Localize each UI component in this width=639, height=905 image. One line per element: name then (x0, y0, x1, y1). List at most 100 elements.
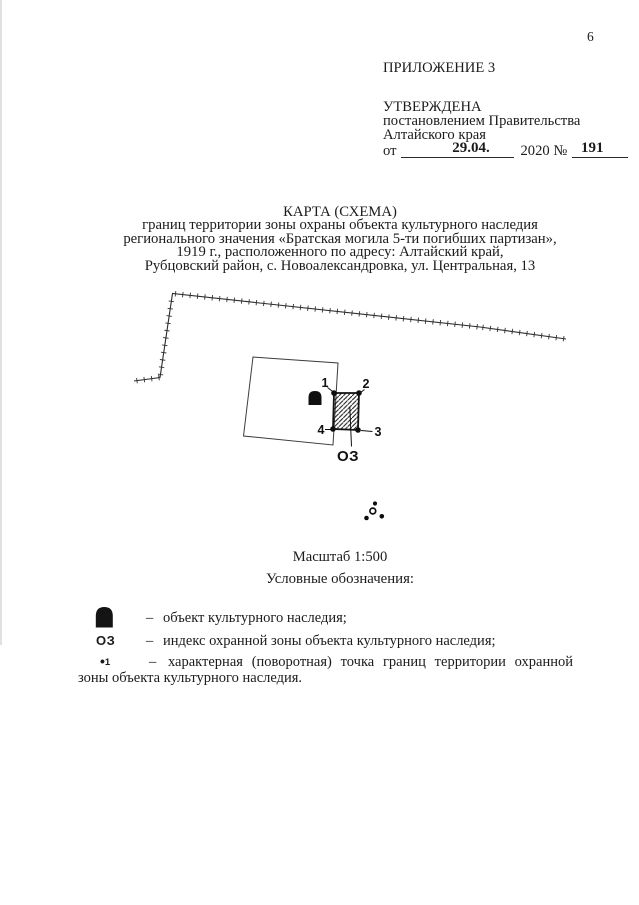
fence-tick (255, 299, 258, 306)
point-label-4: 4 (318, 423, 325, 437)
fence-tick (432, 319, 434, 325)
point-num: 1 (104, 657, 111, 668)
fence-tick (248, 299, 250, 305)
fence-tick (150, 375, 153, 382)
legend-item-text-turning-point-cont: зоны объекта культурного наследия. (78, 670, 303, 686)
fence-tick (285, 303, 287, 309)
legend-dash: – (149, 654, 157, 670)
boundary-point-4 (330, 426, 336, 432)
fence-tick (189, 292, 191, 299)
heritage-object-icon (308, 391, 322, 405)
region-line: Алтайского края (383, 127, 486, 143)
fence-tick (555, 334, 558, 341)
turning-point-symbol: •1 (100, 653, 110, 671)
title-line: регионального значения «Братская могила … (123, 230, 557, 247)
point-label-2: 2 (363, 377, 370, 391)
zone-index-symbol: ОЗ (96, 633, 116, 648)
appendix-label: ПРИЛОЖЕНИЕ 3 (383, 60, 496, 76)
fence-tick (424, 318, 427, 324)
fence-tick (277, 302, 280, 308)
map-scale: Масштаб 1:500 (292, 549, 388, 565)
fence-line (133, 292, 567, 382)
fence-tick (343, 309, 346, 315)
fence-tick (329, 307, 331, 314)
fence-tick (162, 344, 168, 347)
fence-tick (196, 293, 199, 299)
fence-tick (562, 335, 565, 342)
fence-tick (504, 327, 506, 334)
fence-tick (518, 329, 521, 336)
leader-point-3 (360, 430, 373, 432)
fence-tick (240, 298, 243, 304)
fence-tick (439, 319, 442, 326)
fence-tick (168, 300, 175, 303)
fence-tick (167, 307, 173, 310)
fence-tick (388, 314, 390, 320)
boundary-point-2 (356, 390, 362, 396)
zone-index-label: ОЗ (337, 448, 359, 465)
fence-tick (482, 324, 484, 331)
title-line: границ территории зоны охраны объекта ку… (142, 217, 538, 234)
fence-tick (351, 310, 353, 316)
fence-tick (511, 328, 514, 335)
approved-by-line: постановлением Правительства (383, 113, 581, 129)
fence-tick (270, 301, 272, 307)
legend-item-text-turning-point: характерная (поворотная) точка границ те… (168, 654, 573, 670)
fence-tick (402, 315, 405, 322)
protection-zone-area (332, 392, 360, 431)
fence-tick (336, 308, 339, 315)
fence-tick (548, 333, 550, 340)
legend-item-text-zone-index: индекс охранной зоны объекта культурного… (163, 633, 496, 649)
scan-artifact-left-edge (0, 0, 2, 645)
fence-tick (158, 366, 165, 369)
fence-tick (211, 295, 214, 301)
fence-tick (496, 326, 499, 333)
title-line: Рубцовский район, с. Новоалександровка, … (144, 257, 536, 274)
year-number-label: 2020 № (520, 143, 568, 159)
fence-tick (174, 291, 177, 297)
fence-tick (533, 331, 536, 338)
fence-tick (165, 322, 171, 325)
fence-tick (292, 303, 294, 310)
map-title: КАРТА (СХЕМА) границ территории зоны охр… (45, 204, 635, 274)
legend-heading: Условные обозначения: (266, 571, 414, 587)
fence-tick (218, 295, 221, 302)
fence-tick (468, 323, 471, 329)
fence-tick (321, 307, 324, 313)
number-value: 191 (581, 140, 604, 156)
date-blank-underline: 29.04. (401, 141, 515, 158)
point-label-3: 3 (375, 425, 382, 439)
fence-tick (358, 311, 361, 317)
from-label: от (383, 143, 397, 159)
number-blank-underline: 191 (572, 140, 629, 158)
fence-tick (159, 359, 166, 361)
title-line: 1919 г., расположенного по адресу: Алтай… (176, 244, 504, 261)
legend-dash: – (146, 610, 154, 626)
fence-tick (380, 313, 383, 319)
legend-item-text-object: объект культурного наследия; (163, 610, 347, 626)
point-label-1: 1 (322, 376, 329, 390)
fence-tick (299, 304, 302, 311)
fence-tick (461, 322, 464, 328)
fence-ticks (136, 291, 565, 384)
fence-tick (163, 337, 169, 339)
fence-tick (307, 305, 309, 311)
fence-tick (476, 323, 478, 330)
approved-label: УТВЕРЖДЕНА (383, 99, 482, 115)
legend-dash: – (146, 633, 154, 649)
fence-tick (395, 315, 397, 321)
fence-tick (373, 312, 375, 319)
fence-tick (366, 311, 368, 318)
boundary-point-1 (331, 390, 337, 396)
boundary-point-3 (355, 427, 361, 433)
fence-tick (410, 316, 412, 323)
fence-tick (157, 373, 164, 376)
fence-tick (143, 376, 146, 383)
fence-tick (226, 296, 228, 303)
fence-tick (417, 317, 419, 324)
fence-tick (526, 330, 528, 337)
fence-tick (136, 377, 138, 384)
point-dot: • (100, 653, 105, 669)
